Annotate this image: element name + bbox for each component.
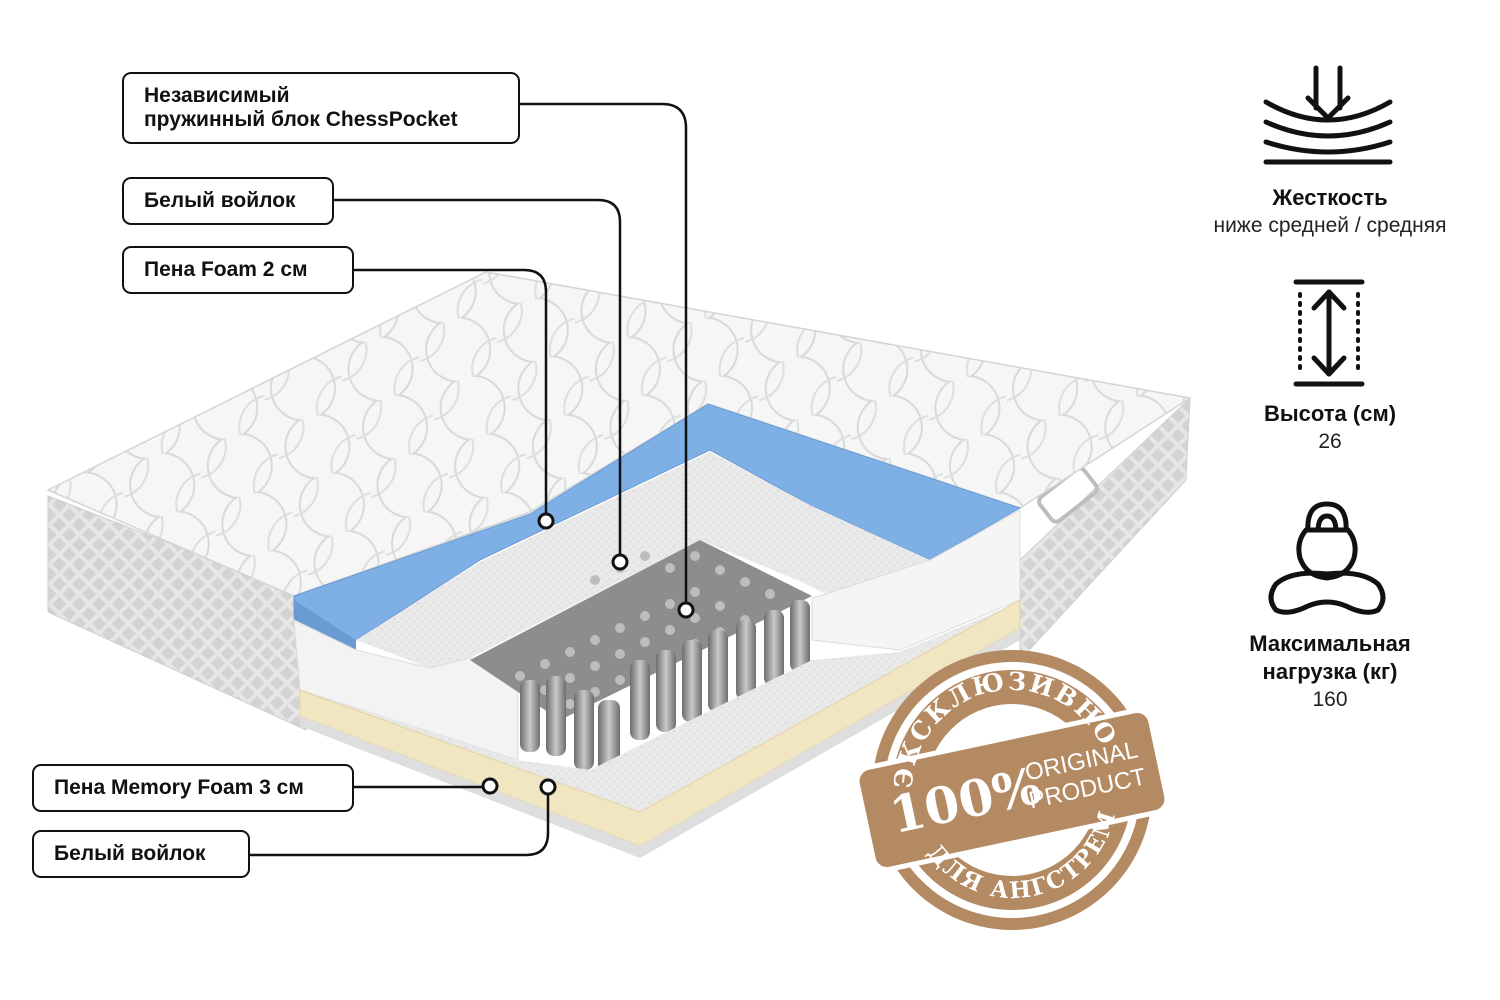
callout-felt-top-text: Белый войлок: [144, 189, 296, 212]
dot-foam: [537, 512, 555, 530]
spec-firmness-title: Жесткость: [1272, 185, 1388, 210]
foam-layer-face: [294, 600, 356, 650]
spec-load-value: 160: [1312, 688, 1348, 711]
spec-max-load: Максимальная нагрузка (кг) 160: [1180, 630, 1480, 714]
callout-felt-top: Белый войлок: [122, 177, 334, 225]
spec-height: Высота (см) 26: [1180, 400, 1480, 456]
callout-spring-line2: пружинный блок ChessPocket: [144, 108, 458, 131]
spec-firmness: Жесткость ниже средней / средняя: [1180, 184, 1480, 240]
dot-spring: [677, 601, 695, 619]
dot-felt-top: [611, 553, 629, 571]
spec-firmness-value: ниже средней / средняя: [1213, 214, 1447, 237]
spec-height-title: Высота (см): [1263, 401, 1397, 426]
height-arrows-icon: [1293, 279, 1365, 387]
spec-height-value: 26: [1318, 430, 1342, 453]
line-felt-top: [334, 198, 622, 560]
callout-foam: Пена Foam 2 см: [122, 246, 354, 294]
callout-felt-bottom: Белый войлок: [32, 830, 250, 878]
dot-memory: [481, 777, 499, 795]
spring-block-top: [470, 540, 812, 720]
spec-load-title-2: нагрузка (кг): [1262, 659, 1398, 684]
white-foam-right: [811, 509, 1021, 651]
callout-foam-text: Пена Foam 2 см: [144, 258, 308, 281]
callout-dots: [481, 512, 695, 796]
callout-spring-line1: Независимый: [144, 84, 290, 107]
callout-lines: [250, 102, 688, 857]
callout-memory-foam-text: Пена Memory Foam 3 см: [54, 776, 304, 799]
spec-load-title-1: Максимальная: [1249, 631, 1411, 656]
spring-columns: [520, 600, 810, 774]
kettlebell-icon: [1268, 501, 1386, 615]
dot-felt-bottom: [539, 778, 557, 796]
callout-felt-bottom-text: Белый войлок: [54, 842, 206, 865]
line-foam: [354, 268, 548, 520]
line-felt-bottom: [250, 788, 550, 857]
callout-spring-block: Независимый пружинный блок ChessPocket: [122, 72, 520, 144]
line-spring: [520, 102, 688, 608]
callout-memory-foam: Пена Memory Foam 3 см: [32, 764, 354, 812]
pressure-icon: [1263, 65, 1393, 165]
